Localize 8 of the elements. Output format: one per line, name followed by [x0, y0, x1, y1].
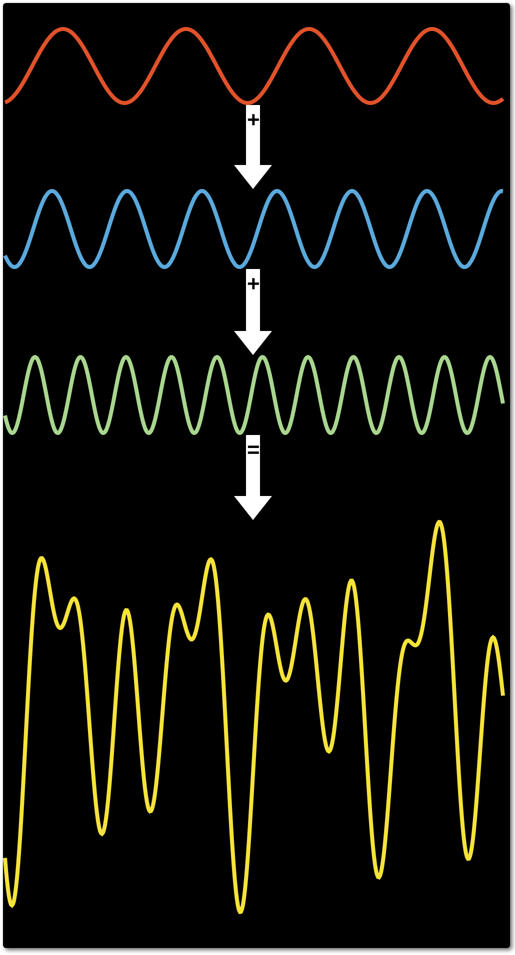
arrow: [234, 269, 272, 355]
arrow: [234, 435, 272, 520]
arrow: [234, 105, 272, 189]
edge-label: =: [247, 439, 260, 461]
edge-label: +: [247, 273, 260, 295]
wave-drawing: [1, 520, 507, 914]
wave-drawing: [1, 355, 507, 435]
edge-label: +: [247, 109, 260, 131]
